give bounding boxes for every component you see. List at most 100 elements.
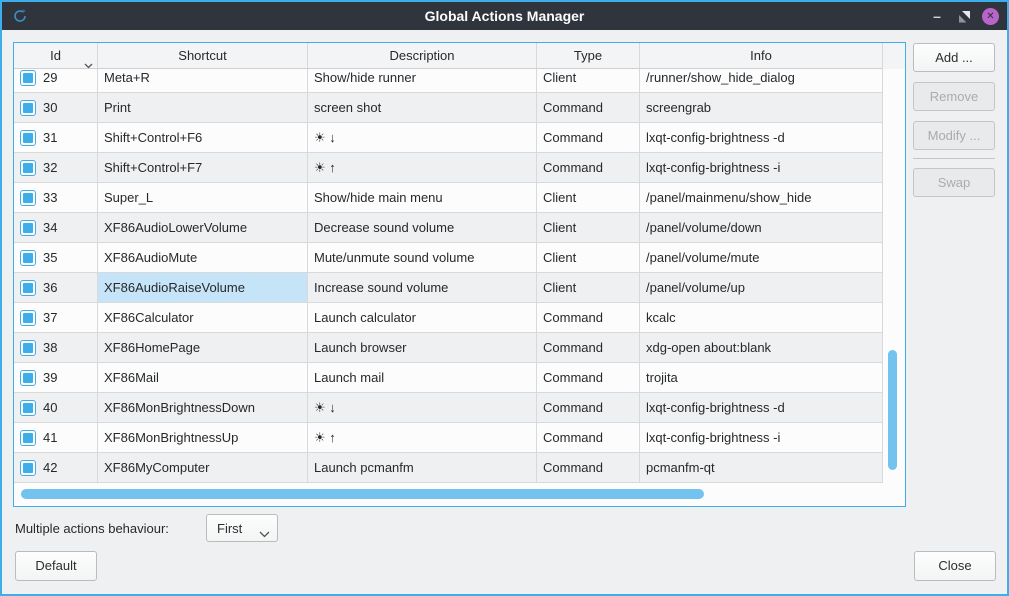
cell-description[interactable]: Decrease sound volume [308, 213, 537, 243]
cell-type[interactable]: Command [537, 423, 640, 453]
column-header-id[interactable]: Id [14, 43, 98, 69]
cell-id[interactable]: 37 [14, 303, 98, 333]
cell-id[interactable]: 42 [14, 453, 98, 483]
enabled-checkbox[interactable] [20, 430, 36, 446]
cell-info[interactable]: /panel/volume/down [640, 213, 883, 243]
cell-id[interactable]: 35 [14, 243, 98, 273]
cell-shortcut[interactable]: XF86Mail [98, 363, 308, 393]
cell-info[interactable]: lxqt-config-brightness -i [640, 153, 883, 183]
cell-shortcut[interactable]: XF86HomePage [98, 333, 308, 363]
cell-type[interactable]: Command [537, 333, 640, 363]
cell-description[interactable]: Mute/unmute sound volume [308, 243, 537, 273]
cell-id[interactable]: 30 [14, 93, 98, 123]
cell-description[interactable]: Increase sound volume [308, 273, 537, 303]
behaviour-select[interactable]: First [206, 514, 278, 542]
enabled-checkbox[interactable] [20, 340, 36, 356]
cell-description[interactable]: Launch calculator [308, 303, 537, 333]
cell-description[interactable]: ☀ ↑ [308, 423, 537, 453]
enabled-checkbox[interactable] [20, 370, 36, 386]
cell-shortcut[interactable]: XF86AudioRaiseVolume [98, 273, 308, 303]
cell-description[interactable]: Show/hide main menu [308, 183, 537, 213]
cell-type[interactable]: Command [537, 153, 640, 183]
cell-id[interactable]: 34 [14, 213, 98, 243]
cell-info[interactable]: trojita [640, 363, 883, 393]
column-header-description[interactable]: Description [308, 43, 537, 69]
cell-shortcut[interactable]: XF86AudioMute [98, 243, 308, 273]
cell-id[interactable]: 38 [14, 333, 98, 363]
cell-shortcut[interactable]: XF86MonBrightnessDown [98, 393, 308, 423]
cell-description[interactable]: Launch pcmanfm [308, 453, 537, 483]
cell-info[interactable]: lxqt-config-brightness -d [640, 123, 883, 153]
column-header-shortcut[interactable]: Shortcut [98, 43, 308, 69]
cell-type[interactable]: Command [537, 123, 640, 153]
enabled-checkbox[interactable] [20, 160, 36, 176]
cell-type[interactable]: Command [537, 303, 640, 333]
cell-shortcut[interactable]: XF86MonBrightnessUp [98, 423, 308, 453]
cell-description[interactable]: Show/hide runner [308, 69, 537, 93]
close-button[interactable]: Close [914, 551, 996, 581]
cell-info[interactable]: screengrab [640, 93, 883, 123]
enabled-checkbox[interactable] [20, 130, 36, 146]
cell-id[interactable]: 32 [14, 153, 98, 183]
cell-type[interactable]: Client [537, 69, 640, 93]
cell-info[interactable]: xdg-open about:blank [640, 333, 883, 363]
enabled-checkbox[interactable] [20, 220, 36, 236]
enabled-checkbox[interactable] [20, 310, 36, 326]
cell-type[interactable]: Command [537, 363, 640, 393]
cell-info[interactable]: kcalc [640, 303, 883, 333]
cell-shortcut[interactable]: Print [98, 93, 308, 123]
enabled-checkbox[interactable] [20, 100, 36, 116]
cell-shortcut[interactable]: XF86AudioLowerVolume [98, 213, 308, 243]
cell-shortcut[interactable]: Meta+R [98, 69, 308, 93]
enabled-checkbox[interactable] [20, 460, 36, 476]
cell-shortcut[interactable]: XF86Calculator [98, 303, 308, 333]
cell-description[interactable]: Launch browser [308, 333, 537, 363]
cell-description[interactable]: Launch mail [308, 363, 537, 393]
minimize-icon[interactable]: – [933, 8, 941, 24]
cell-info[interactable]: pcmanfm-qt [640, 453, 883, 483]
cell-type[interactable]: Client [537, 213, 640, 243]
cell-id[interactable]: 31 [14, 123, 98, 153]
cell-id[interactable]: 33 [14, 183, 98, 213]
cell-type[interactable]: Command [537, 453, 640, 483]
column-header-type[interactable]: Type [537, 43, 640, 69]
cell-info[interactable]: /panel/volume/mute [640, 243, 883, 273]
cell-info[interactable]: lxqt-config-brightness -i [640, 423, 883, 453]
add-button[interactable]: Add ... [913, 43, 995, 72]
enabled-checkbox[interactable] [20, 400, 36, 416]
cell-type[interactable]: Command [537, 93, 640, 123]
cell-info[interactable]: /runner/show_hide_dialog [640, 69, 883, 93]
cell-id[interactable]: 41 [14, 423, 98, 453]
cell-info[interactable]: /panel/volume/up [640, 273, 883, 303]
cell-description[interactable]: screen shot [308, 93, 537, 123]
enabled-checkbox[interactable] [20, 250, 36, 266]
cell-id[interactable]: 40 [14, 393, 98, 423]
enabled-checkbox[interactable] [20, 190, 36, 206]
cell-description[interactable]: ☀ ↓ [308, 123, 537, 153]
cell-shortcut[interactable]: Shift+Control+F7 [98, 153, 308, 183]
cell-info[interactable]: lxqt-config-brightness -d [640, 393, 883, 423]
column-header-info[interactable]: Info [640, 43, 883, 69]
cell-id[interactable]: 29 [14, 69, 98, 93]
close-window-icon[interactable]: ✕ [982, 7, 999, 25]
enabled-checkbox[interactable] [20, 70, 36, 86]
cell-type[interactable]: Client [537, 273, 640, 303]
cell-id[interactable]: 39 [14, 363, 98, 393]
cell-shortcut[interactable]: XF86MyComputer [98, 453, 308, 483]
cell-description[interactable]: ☀ ↑ [308, 153, 537, 183]
cell-type[interactable]: Client [537, 183, 640, 213]
cell-id[interactable]: 36 [14, 273, 98, 303]
default-button[interactable]: Default [15, 551, 97, 581]
